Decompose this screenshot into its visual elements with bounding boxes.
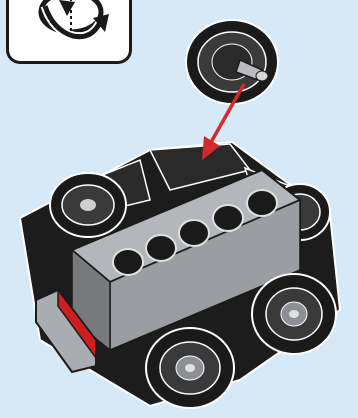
stud — [179, 220, 209, 246]
front-wheel-right — [252, 274, 336, 354]
wheel-with-axle — [186, 20, 278, 104]
front-wheel-left — [146, 328, 234, 408]
stud — [213, 205, 243, 231]
stud — [146, 235, 176, 261]
stud — [113, 249, 143, 275]
rear-wheel-left — [50, 173, 126, 237]
stud — [247, 190, 277, 216]
